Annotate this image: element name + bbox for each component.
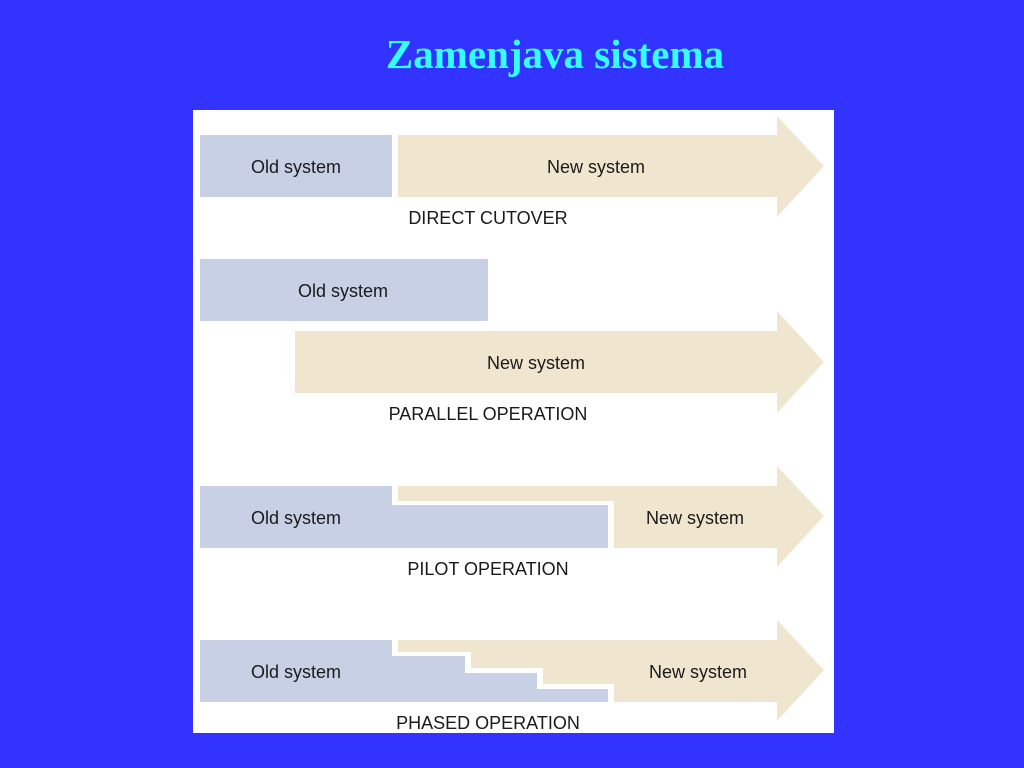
direct-old-system-bar <box>200 135 392 197</box>
parallel-new-system-label: New system <box>487 353 585 373</box>
pilot-new-system-label: New system <box>646 508 744 528</box>
conversion-strategies-diagram: Old system New system DIRECT CUTOVER Old… <box>193 110 834 733</box>
phased-old-system-shape <box>200 640 608 702</box>
direct-new-system-arrow <box>398 116 824 217</box>
phased-new-system-arrow <box>398 620 824 721</box>
parallel-new-system-arrow <box>295 311 824 413</box>
parallel-operation-group: Old system New system PARALLEL OPERATION <box>200 259 824 424</box>
diagram-canvas: Old system New system DIRECT CUTOVER Old… <box>200 116 824 733</box>
direct-cutover-caption: DIRECT CUTOVER <box>408 208 567 228</box>
phased-old-system-label: Old system <box>251 662 341 682</box>
pilot-operation-caption: PILOT OPERATION <box>407 559 568 579</box>
pilot-old-system-shape <box>200 486 608 548</box>
direct-old-system-label: Old system <box>251 157 341 177</box>
phased-operation-caption: PHASED OPERATION <box>396 713 580 733</box>
pilot-new-system-arrow <box>398 466 824 567</box>
pilot-operation-group: Old system New system PILOT OPERATION <box>200 466 824 579</box>
phased-new-system-label: New system <box>649 662 747 682</box>
pilot-old-system-label: Old system <box>251 508 341 528</box>
direct-new-system-label: New system <box>547 157 645 177</box>
parallel-operation-caption: PARALLEL OPERATION <box>389 404 588 424</box>
direct-cutover-group: Old system New system DIRECT CUTOVER <box>200 116 824 228</box>
parallel-old-system-bar <box>200 259 488 321</box>
parallel-old-system-label: Old system <box>298 281 388 301</box>
slide-title: Zamenjava sistema <box>385 31 725 77</box>
phased-operation-group: Old system New system PHASED OPERATION <box>200 620 824 733</box>
